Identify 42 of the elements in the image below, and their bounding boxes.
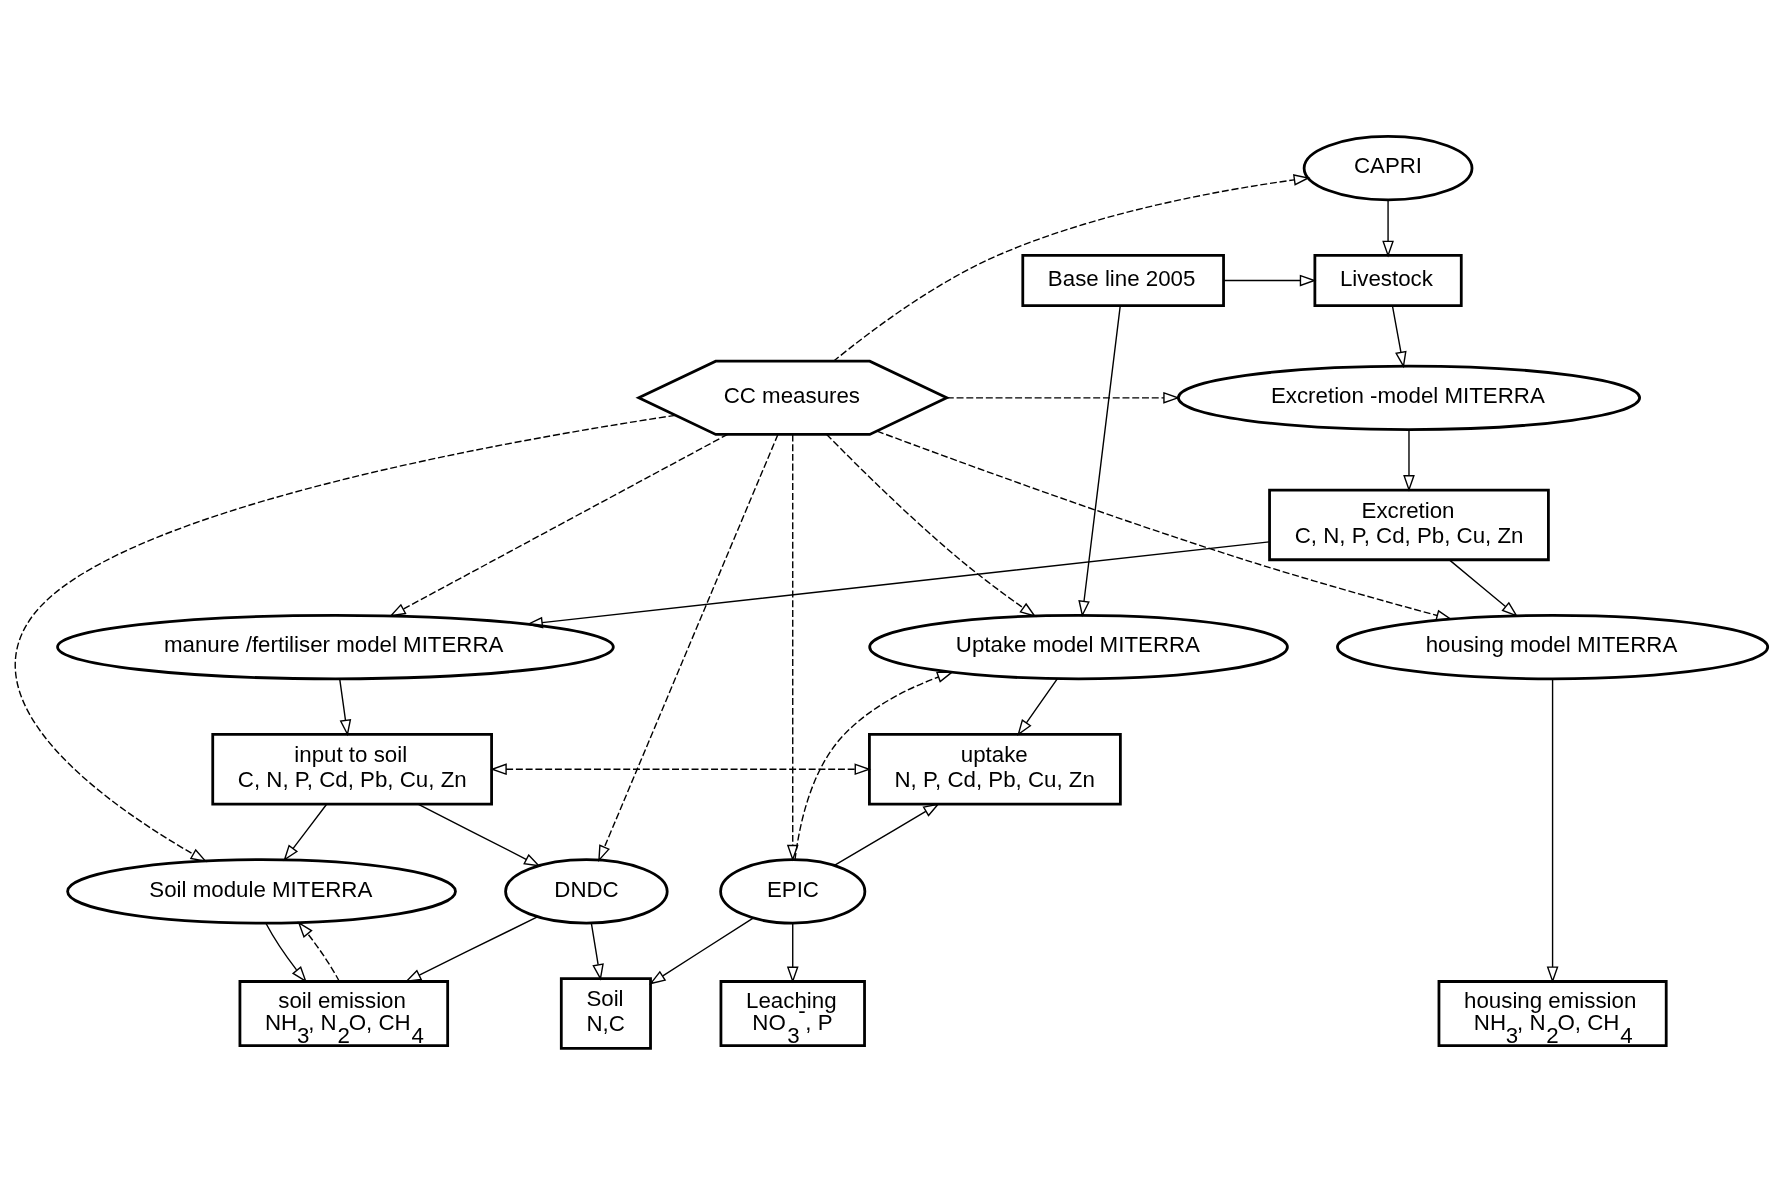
arrow — [14, 414, 676, 862]
arrow — [1391, 304, 1407, 368]
arrow — [526, 540, 1270, 628]
arrow — [1223, 274, 1317, 286]
arrow — [832, 173, 1311, 362]
arrow — [946, 391, 1180, 404]
node-ellipse: CAPRI — [1302, 134, 1474, 201]
node-ellipse: housing model MITERRA — [1336, 613, 1770, 680]
arrow — [283, 803, 328, 861]
arrow — [833, 802, 940, 866]
arrow — [339, 678, 352, 736]
arrow — [876, 429, 1453, 621]
node-box: input to soil C, N, P, Cd, Pb, Cu, Zn — [211, 732, 493, 805]
arrow — [1017, 677, 1059, 736]
arrow — [417, 803, 541, 867]
node-box: uptake N, P, Cd, Pb, Cu, Zn — [868, 732, 1122, 805]
node-box: Base line 2005 — [1021, 253, 1225, 307]
arrow — [389, 433, 729, 617]
node-box: Livestock — [1313, 253, 1463, 307]
arrow — [794, 671, 954, 860]
node-ellipse: Excretion -model MITERRA — [1176, 364, 1642, 431]
arrow — [490, 762, 872, 775]
arrow — [1448, 558, 1519, 617]
arrow — [297, 920, 340, 982]
arrow — [265, 922, 307, 983]
node-ellipse: Soil module MITERRA — [66, 857, 457, 924]
arrow — [786, 433, 799, 862]
arrow — [786, 922, 799, 983]
node-ellipse: DNDC — [504, 857, 669, 924]
node-box: Soil N,C — [559, 976, 652, 1050]
arrow — [590, 921, 604, 981]
arrow — [648, 916, 754, 985]
node-ellipse: Uptake model MITERRA — [868, 613, 1289, 680]
arrow — [598, 433, 779, 862]
arrow — [1546, 677, 1559, 983]
arrow — [1382, 198, 1394, 257]
arrow — [1078, 304, 1121, 617]
arrow — [1403, 428, 1415, 492]
arrow — [404, 915, 539, 982]
node-ellipse: EPIC — [719, 857, 867, 924]
arrow — [826, 433, 1037, 617]
node-box: Excretion C, N, P, Cd, Pb, Cu, Zn — [1268, 488, 1550, 561]
